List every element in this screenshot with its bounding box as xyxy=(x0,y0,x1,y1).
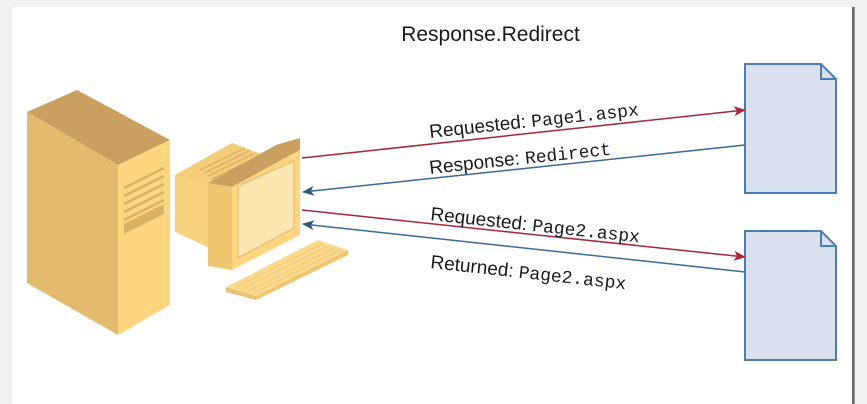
keyboard-side xyxy=(256,250,348,300)
server-top-face xyxy=(27,90,170,165)
server-drive-bay xyxy=(124,204,164,234)
label-returned-page2: Returned: Page2.aspx xyxy=(429,252,627,295)
arrow-returned-page2 xyxy=(302,220,746,273)
document-page2-icon xyxy=(744,230,837,361)
server-front-face xyxy=(27,112,118,335)
monitor-bezel-top xyxy=(208,138,300,187)
diagram-title: Response.Redirect xyxy=(401,23,580,46)
monitor-back-side xyxy=(175,175,214,250)
server-vent-lines xyxy=(123,166,165,222)
arrow-response-redirect xyxy=(302,144,746,196)
computer-icon xyxy=(175,138,348,300)
arrow-request-page2 xyxy=(301,209,746,261)
server-icon xyxy=(27,90,170,335)
label-response-redirect: Response: Redirect xyxy=(428,139,612,180)
keyboard-keys xyxy=(235,243,341,294)
monitor-back-top xyxy=(175,143,272,188)
monitor-bezel-side xyxy=(208,183,232,270)
arrow-request-page1 xyxy=(301,106,746,159)
label-request-page1: Requested: Page1.aspx xyxy=(428,99,640,144)
keyboard-front xyxy=(226,287,256,300)
monitor-screen xyxy=(237,159,295,260)
document-page1-icon xyxy=(744,63,837,194)
